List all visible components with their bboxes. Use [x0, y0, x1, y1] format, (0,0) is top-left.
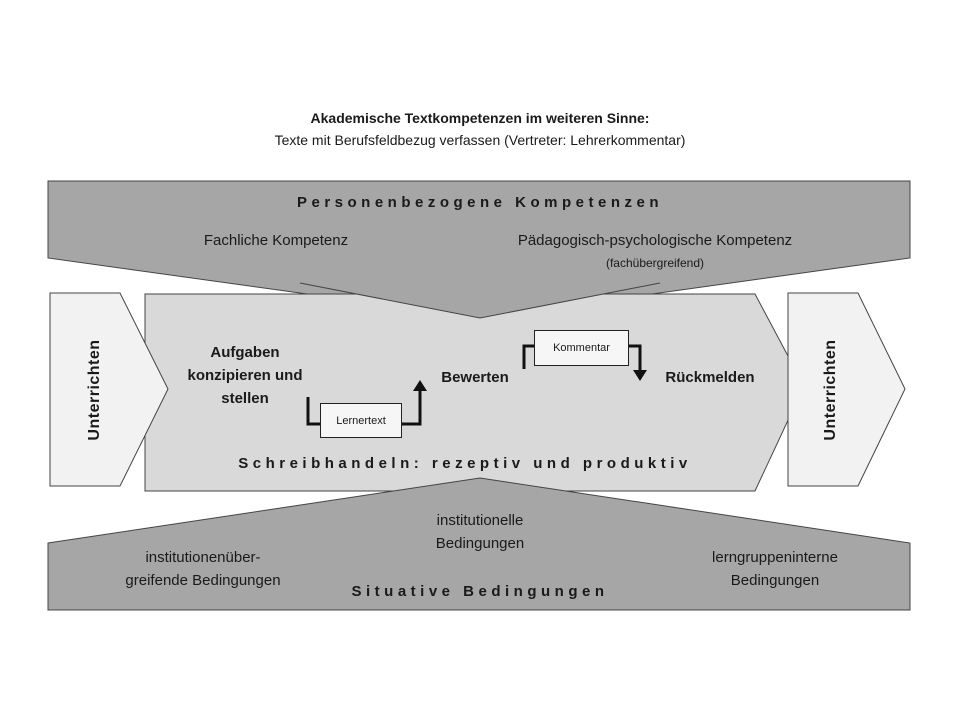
top-band-tip — [300, 283, 660, 318]
connector-kommentar — [522, 344, 642, 372]
arrow-down-icon — [633, 370, 647, 381]
kommentar-box: Kommentar — [534, 330, 629, 366]
bottom-right-line2: Bedingungen — [730, 572, 820, 589]
step-rueckmelden: Rückmelden — [665, 369, 755, 386]
bottom-left-line2: greifende Bedingungen — [125, 572, 281, 589]
bottom-right-line1: lerngruppeninterne — [712, 549, 838, 566]
arrow-up-icon — [413, 380, 427, 391]
connector-lernertext — [306, 389, 422, 426]
left-arrow-shape — [49, 292, 169, 487]
diagram-subtitle: Texte mit Berufsfeldbezug verfassen (Ver… — [274, 132, 686, 148]
right-arrow-shape — [787, 292, 906, 487]
top-band-left-label: Fachliche Kompetenz — [203, 232, 349, 249]
bottom-middle-line2: Bedingungen — [435, 535, 525, 552]
bottom-middle-line1: institutionelle — [436, 512, 524, 529]
lernertext-box: Lernertext — [320, 403, 402, 438]
step-aufgaben-line3: stellen — [221, 390, 269, 407]
top-band-right-label: Pädagogisch-psychologische Kompetenz — [517, 232, 793, 249]
right-arrow-label: Unterrichten — [822, 339, 839, 441]
bottom-left-line1: institutionenüber- — [145, 549, 261, 566]
step-aufgaben-line1: Aufgaben — [210, 344, 280, 361]
center-arrow-shape — [144, 293, 805, 492]
step-bewerten: Bewerten — [441, 369, 509, 386]
top-band-shape — [47, 180, 911, 319]
step-aufgaben-line2: konzipieren und — [187, 367, 303, 384]
left-arrow-label: Unterrichten — [86, 339, 103, 441]
diagram-title: Akademische Textkompetenzen im weiteren … — [310, 110, 650, 126]
center-heading: Schreibhandeln: rezeptiv und produktiv — [238, 455, 692, 472]
bottom-band-heading: Situative Bedingungen — [351, 583, 609, 600]
top-band-right-sublabel: (fachübergreifend) — [605, 256, 705, 270]
bottom-band-shape — [47, 477, 911, 611]
top-band-heading: Personenbezogene Kompetenzen — [296, 194, 664, 211]
